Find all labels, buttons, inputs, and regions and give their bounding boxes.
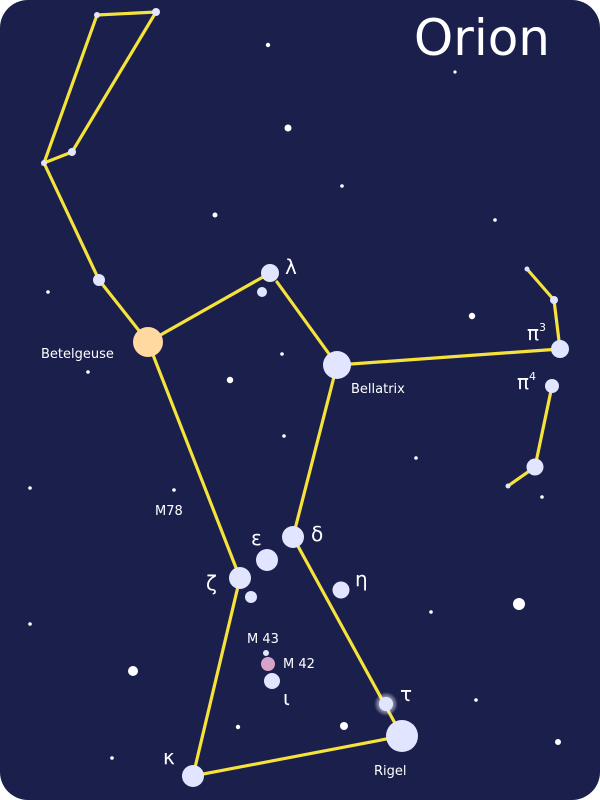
label-betelgeuse: Betelgeuse	[41, 347, 114, 362]
label-pi3-letter: π	[527, 321, 539, 345]
background-stars	[28, 42, 561, 760]
star-delta	[282, 526, 304, 548]
star-zeta	[229, 567, 251, 589]
label-pi3: π3	[527, 321, 546, 345]
star-zeta-companion	[245, 591, 257, 603]
label-rigel: Rigel	[374, 764, 407, 779]
label-m78: M78	[155, 504, 183, 519]
label-tau: τ	[400, 682, 412, 706]
label-pi4: π4	[517, 370, 536, 394]
star-pi4	[545, 379, 559, 393]
label-m42: M 42	[283, 657, 315, 672]
label-epsilon: ε	[251, 526, 262, 550]
label-pi4-letter: π	[517, 370, 529, 394]
star-bellatrix	[323, 351, 351, 379]
star-m42	[261, 657, 275, 671]
label-kappa: κ	[163, 745, 175, 769]
star-eta	[332, 581, 350, 599]
label-m43: M 43	[247, 632, 279, 647]
star-pi6	[505, 483, 511, 489]
label-iota: ι	[283, 686, 290, 710]
star-pi-2	[550, 296, 558, 304]
star-tip-1	[94, 12, 100, 18]
label-bellatrix: Bellatrix	[351, 382, 405, 397]
label-lambda: λ	[285, 255, 297, 279]
star-tip-2	[152, 8, 160, 16]
label-zeta: ζ	[206, 571, 217, 595]
star-betelgeuse	[133, 327, 163, 357]
star-kappa	[182, 765, 204, 787]
star-m43	[263, 650, 269, 656]
star-lambda-companion	[257, 287, 267, 297]
label-pi3-sup: 3	[539, 321, 546, 334]
star-pi3	[551, 340, 569, 358]
chart-title: Orion	[413, 9, 550, 67]
star-pi5	[526, 458, 544, 476]
label-eta: η	[355, 567, 368, 591]
star-epsilon	[256, 549, 278, 571]
star-club-1	[68, 148, 76, 156]
star-pi-top	[524, 266, 530, 272]
star-iota	[264, 673, 280, 689]
star-labels: Betelgeuse Bellatrix Rigel M78 M 43 M 42…	[41, 255, 546, 779]
star-tau	[379, 697, 393, 711]
star-arm	[93, 274, 105, 286]
star-rigel	[386, 720, 418, 752]
star-lambda	[261, 264, 279, 282]
star-club-2	[41, 160, 47, 166]
label-pi4-sup: 4	[529, 370, 536, 383]
label-delta: δ	[311, 522, 323, 546]
constellation-stars	[41, 8, 569, 787]
